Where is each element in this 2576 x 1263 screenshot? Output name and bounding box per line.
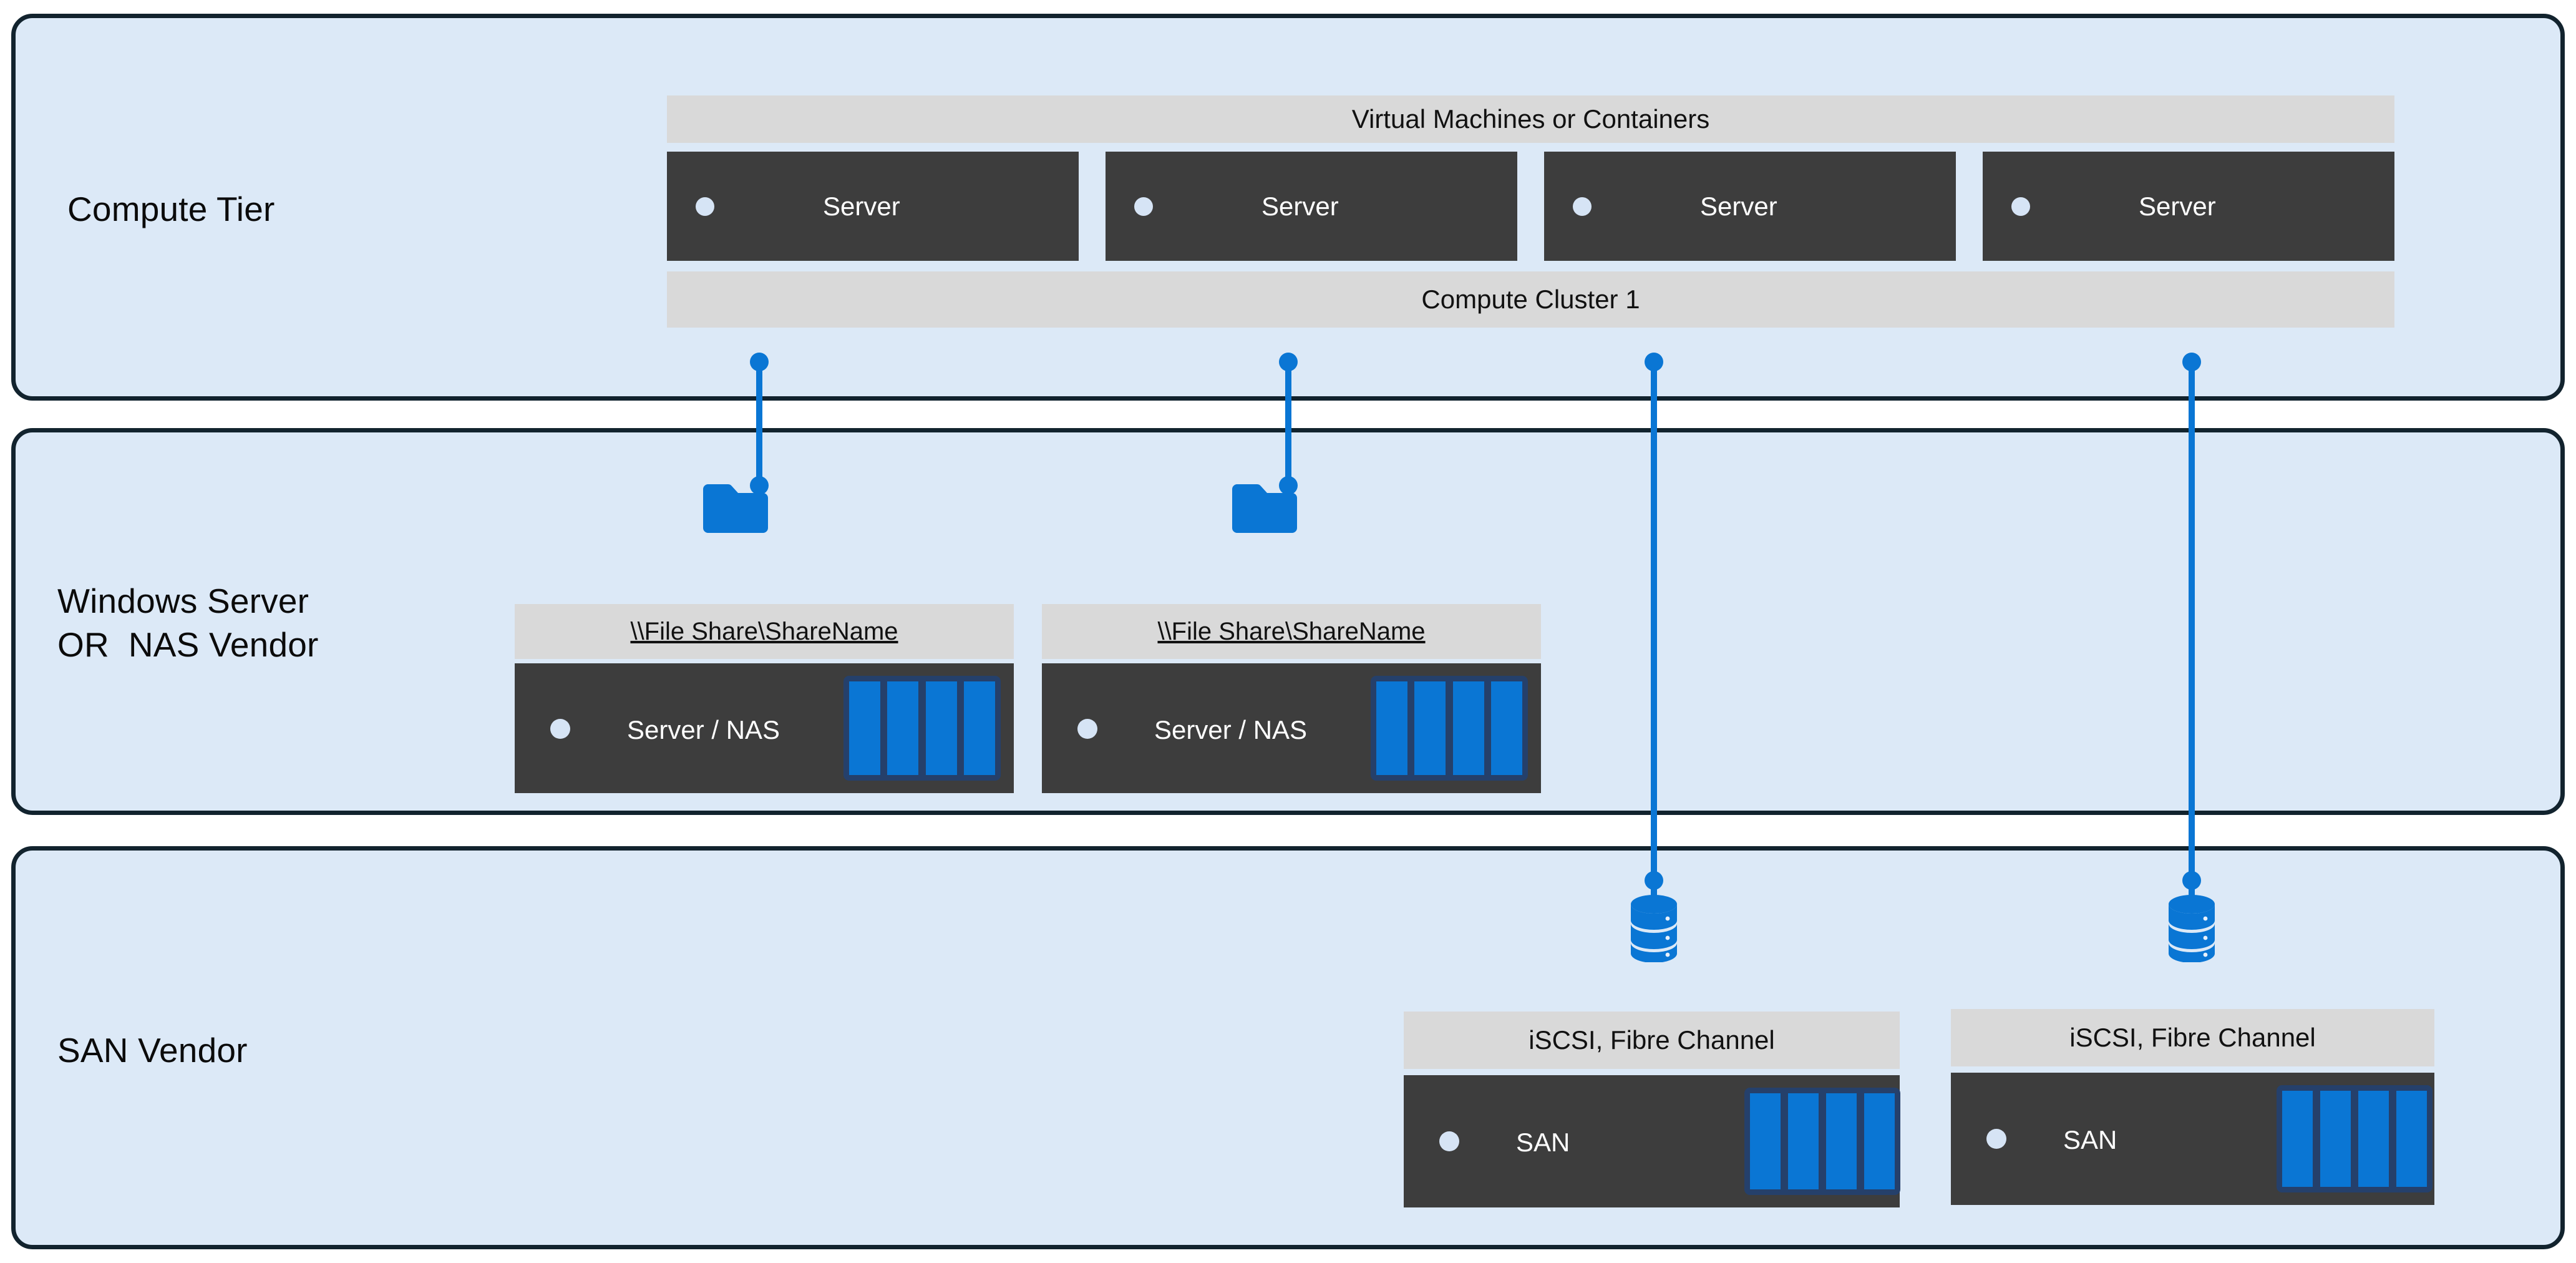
disk-bay: [1750, 1093, 1781, 1189]
disk-bay: [1788, 1093, 1819, 1189]
disk-bay-array: [1371, 676, 1528, 781]
disk-bay-array: [843, 676, 1001, 781]
connector-compute-to-san-1: [1651, 359, 1657, 905]
status-led-icon: [1573, 197, 1592, 216]
disk-bay: [2282, 1091, 2313, 1187]
san-protocol-band-2: iSCSI, Fibre Channel: [1951, 1009, 2434, 1066]
disk-bay: [2396, 1091, 2427, 1187]
disk-bay: [1376, 681, 1407, 775]
nas-device-1[interactable]: Server / NAS: [515, 663, 1014, 793]
tier-label-nas-line2: OR NAS Vendor: [57, 625, 319, 665]
connector-endpoint-dot: [1645, 353, 1663, 371]
disk-bay: [1490, 681, 1522, 775]
nas-device-label: Server / NAS: [627, 715, 780, 744]
san-device-label: SAN: [1516, 1128, 1570, 1157]
folder-icon[interactable]: [703, 484, 768, 533]
status-led-icon: [1077, 719, 1097, 739]
server-label: Server: [1700, 192, 1777, 221]
tier-label-compute: Compute Tier: [67, 190, 275, 228]
file-share-band-1: \\File Share\ShareName: [515, 604, 1014, 659]
connector-compute-to-san-2: [2189, 359, 2195, 905]
compute-bottom-band: Compute Cluster 1: [667, 271, 2394, 328]
connector-endpoint-dot: [1279, 476, 1298, 495]
disk-bay: [1864, 1093, 1895, 1189]
folder-icon[interactable]: [1232, 484, 1297, 533]
disk-bay: [2320, 1091, 2351, 1187]
disk-bay: [1414, 681, 1446, 775]
disk-bay: [887, 681, 919, 775]
compute-server-3[interactable]: Server: [1544, 152, 1956, 261]
disk-bay-array: [2277, 1085, 2433, 1192]
san-protocol-band-1: iSCSI, Fibre Channel: [1404, 1012, 1900, 1069]
disk-bay-array: [1744, 1088, 1900, 1195]
server-label: Server: [1261, 192, 1339, 221]
connector-compute-to-nas-1: [756, 359, 762, 493]
status-led-icon: [550, 719, 570, 739]
san-device-label: SAN: [2063, 1125, 2117, 1154]
connector-endpoint-dot: [2182, 871, 2201, 890]
connector-endpoint-dot: [1645, 871, 1663, 890]
compute-server-4[interactable]: Server: [1983, 152, 2394, 261]
compute-server-2[interactable]: Server: [1106, 152, 1517, 261]
status-led-icon: [696, 197, 714, 216]
status-led-icon: [1439, 1131, 1459, 1151]
compute-top-band: Virtual Machines or Containers: [667, 95, 2394, 143]
disk-bay: [963, 681, 995, 775]
connector-endpoint-dot: [1279, 353, 1298, 371]
disk-bay: [2358, 1091, 2389, 1187]
disk-bay: [1826, 1093, 1857, 1189]
disk-bay: [1452, 681, 1484, 775]
nas-device-2[interactable]: Server / NAS: [1042, 663, 1541, 793]
compute-server-1[interactable]: Server: [667, 152, 1079, 261]
nas-device-label: Server / NAS: [1154, 715, 1308, 744]
connector-endpoint-dot: [2182, 353, 2201, 371]
status-led-icon: [1986, 1129, 2006, 1149]
tier-label-nas-line1: Windows Server: [57, 582, 309, 620]
status-led-icon: [2011, 197, 2030, 216]
status-led-icon: [1134, 197, 1153, 216]
tier-label-nas: Windows Server OR NAS Vendor: [57, 579, 319, 667]
san-device-2[interactable]: SAN: [1951, 1073, 2434, 1205]
connector-endpoint-dot: [750, 353, 769, 371]
file-share-band-2: \\File Share\ShareName: [1042, 604, 1541, 659]
tier-label-san: SAN Vendor: [57, 1031, 248, 1070]
server-label: Server: [823, 192, 900, 221]
server-label: Server: [2139, 192, 2216, 221]
connector-compute-to-nas-2: [1285, 359, 1291, 493]
san-device-1[interactable]: SAN: [1404, 1075, 1900, 1207]
disk-bay: [925, 681, 957, 775]
disk-bay: [849, 681, 880, 775]
connector-endpoint-dot: [750, 476, 769, 495]
